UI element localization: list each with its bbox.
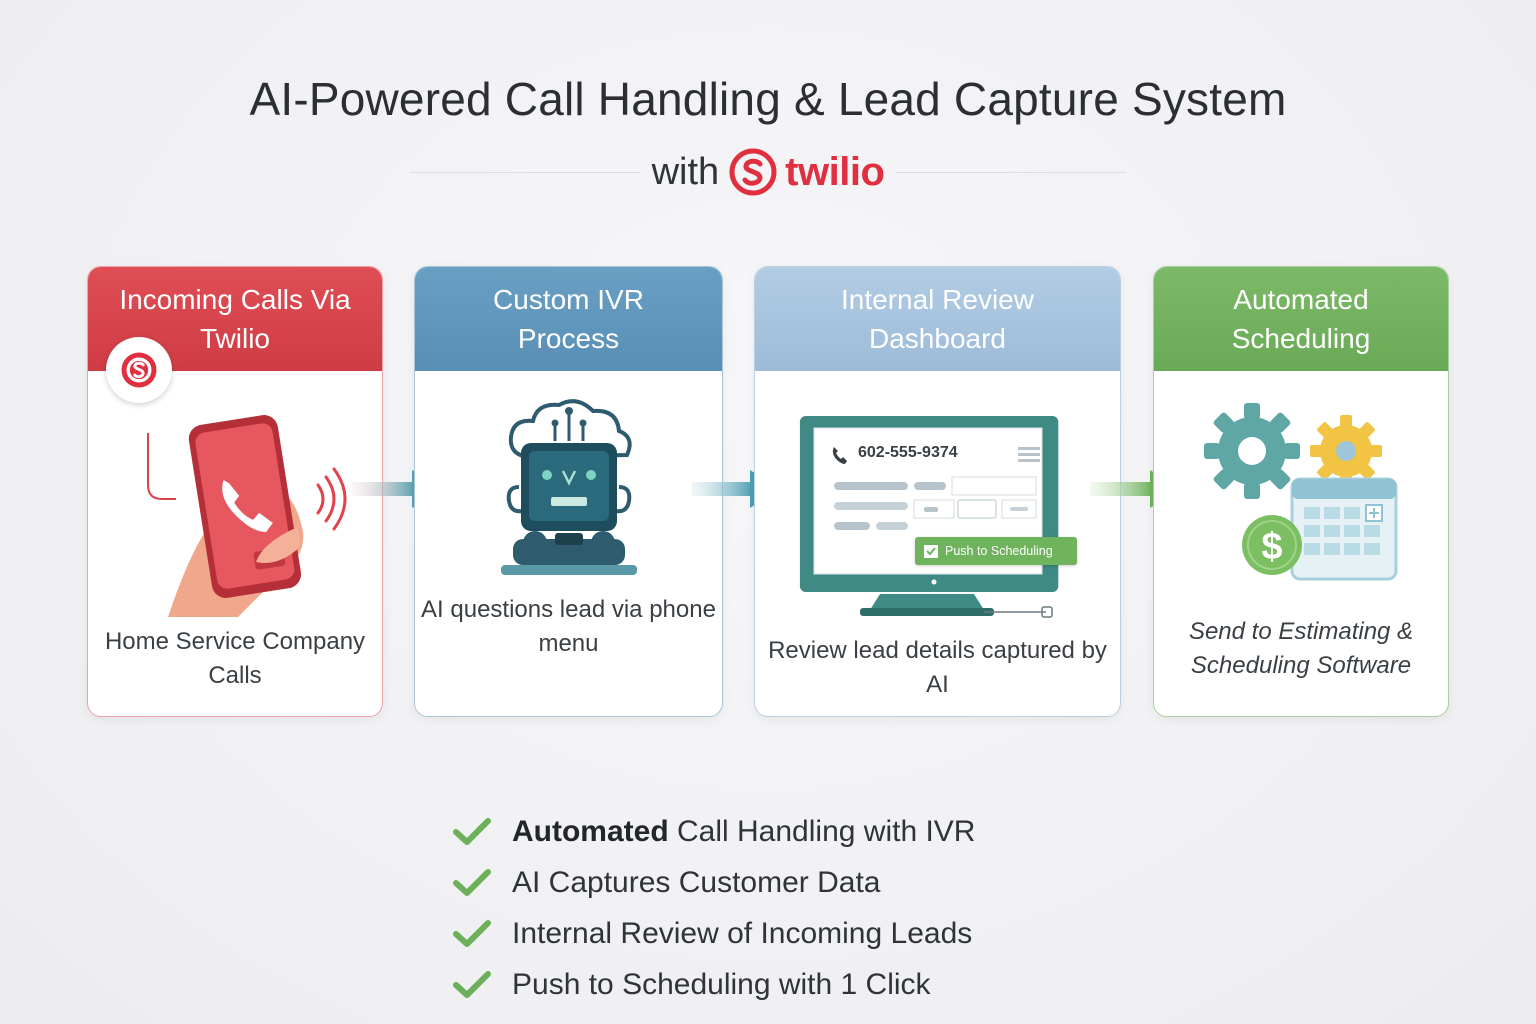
calendar-check-icon xyxy=(924,545,938,558)
step-description: AI questions lead via phone menu xyxy=(421,596,716,657)
step-description: Review lead details captured by AI xyxy=(768,637,1107,698)
twilio-logo-icon xyxy=(729,148,777,196)
step-title: Custom IVR Process xyxy=(493,284,644,354)
push-to-scheduling-button[interactable]: Push to Scheduling xyxy=(915,537,1077,565)
list-item: AI Captures Customer Data xyxy=(452,857,975,908)
checkmark-icon xyxy=(453,970,491,998)
svg-text:$: $ xyxy=(1261,526,1282,568)
step-card-ivr: Custom IVR Process AI questions lead via… xyxy=(414,266,723,717)
feature-text: Call Handling with IVR xyxy=(668,814,976,848)
list-item: Internal Review of Incoming Leads xyxy=(452,908,975,959)
step-title: Internal Review Dashboard xyxy=(841,284,1034,354)
twilio-badge-icon xyxy=(106,337,172,403)
phone-hand-icon xyxy=(147,415,347,617)
feature-bold: Automated xyxy=(512,814,669,848)
step-title: Incoming Calls Via Twilio xyxy=(119,284,351,354)
lead-phone-number: 602-555-9374 xyxy=(858,444,958,461)
list-item: Push to Scheduling with 1 Click xyxy=(452,959,975,1010)
step-card-scheduling: Automated Scheduling xyxy=(1153,266,1449,717)
feature-text: Push to Scheduling with 1 Click xyxy=(512,967,931,1001)
robot-icon xyxy=(501,399,637,575)
checkmark-icon xyxy=(453,868,491,896)
checkmark-icon xyxy=(453,919,491,947)
with-label: with xyxy=(651,150,720,193)
twilio-brand: twilio xyxy=(785,149,885,194)
checkmark-icon xyxy=(453,817,491,845)
step-title: Automated Scheduling xyxy=(1231,284,1371,354)
divider-right xyxy=(896,171,1127,173)
subtitle: with twilio xyxy=(0,144,1536,200)
step-description: Home Service Company Calls xyxy=(104,628,366,689)
step-description: Send to Estimating & Scheduling Software xyxy=(1188,618,1414,679)
gears-calendar-icon: $ xyxy=(1204,403,1398,581)
feature-checklist: Automated Call Handling with IVR AI Capt… xyxy=(452,806,975,1010)
list-item: Automated Call Handling with IVR xyxy=(452,806,975,857)
step-card-incoming-calls: Incoming Calls Via Twilio Home Service C… xyxy=(87,266,383,717)
feature-text: Internal Review of Incoming Leads xyxy=(512,916,973,950)
page-title: AI-Powered Call Handling & Lead Capture … xyxy=(249,73,1287,125)
divider-left xyxy=(409,171,640,173)
feature-text: AI Captures Customer Data xyxy=(512,865,881,899)
push-button-label: Push to Scheduling xyxy=(945,544,1053,558)
